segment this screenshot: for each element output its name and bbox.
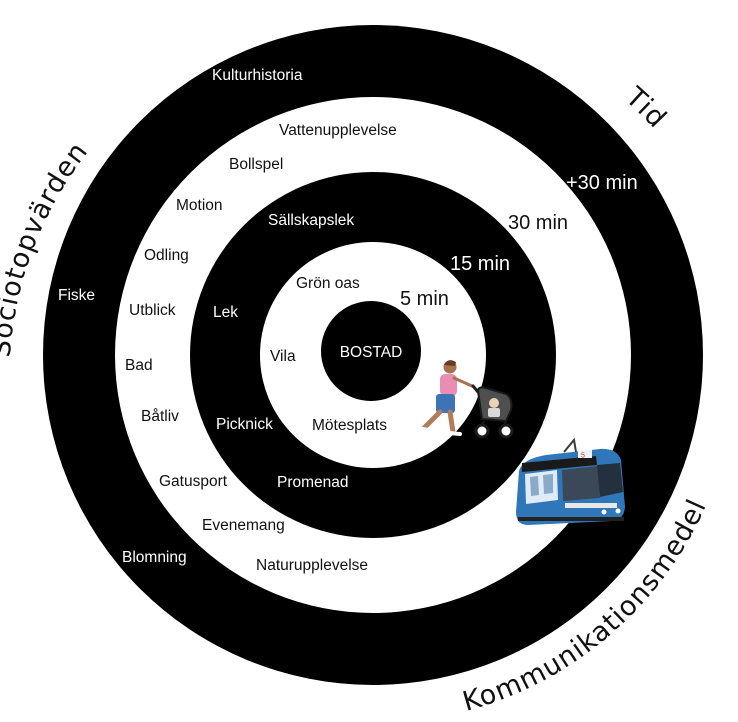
zone5-item: Vila [270,348,296,365]
zone30-item: Motion [176,197,223,214]
tram-icon: 5 [516,437,625,525]
zone30plus-item: Blomning [122,549,187,566]
tid-label: Tid [619,81,673,134]
zone5-item: Mötesplats [312,417,387,434]
zone15-item: Picknick [216,416,273,433]
time-30plus: +30 min [566,172,638,194]
zone15-item: Sällskapslek [268,212,354,229]
zone30-item: Gatusport [159,473,228,490]
zone5-item: Grön oas [296,275,360,292]
zone30plus-item: Fiske [58,287,95,304]
svg-text:5: 5 [581,453,585,460]
zone30plus-item: Kulturhistoria [212,67,303,84]
zone30-item: Naturupplevelse [256,557,368,574]
zone15-item: Promenad [277,474,349,491]
zone15-item: Lek [213,304,238,321]
zone30-item: Båtliv [141,408,179,425]
zone30-item: Evenemang [202,517,285,534]
zone30-item: Vattenupplevelse [279,122,397,139]
time-15min: 15 min [450,253,510,275]
zone30-item: Bad [125,357,153,374]
center-circle [321,301,421,401]
zone30-item: Bollspel [229,156,283,173]
time-5min: 5 min [400,288,449,310]
zone30-item: Utblick [129,302,176,319]
person-with-stroller-icon [416,360,514,439]
zone30-item: Odling [144,247,189,264]
time-30min: 30 min [508,212,568,234]
center-label: BOSTAD [340,344,403,361]
